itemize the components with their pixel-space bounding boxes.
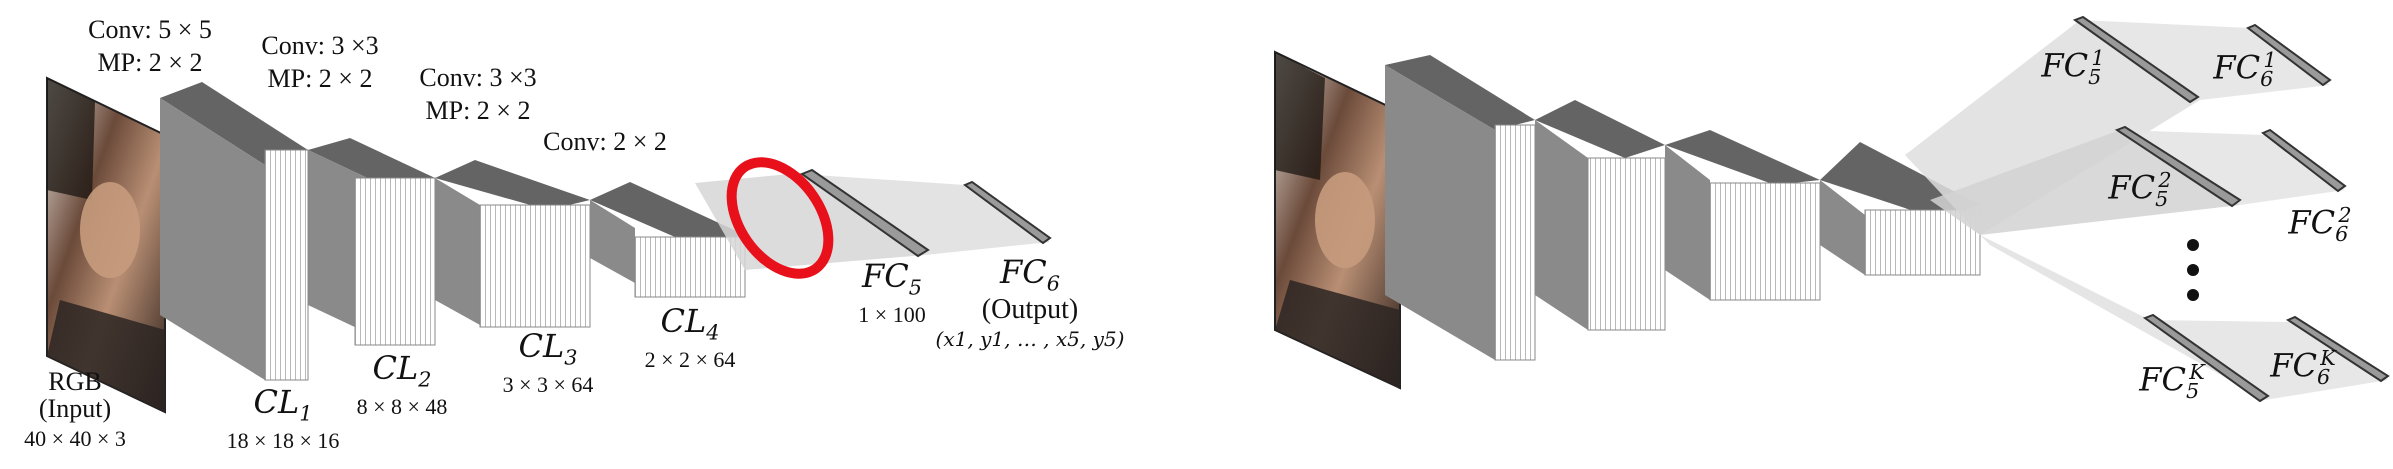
right-fc5-2-bar xyxy=(2114,125,2242,208)
fc5-name: FC xyxy=(862,257,909,295)
input-label-line2: (Input) xyxy=(38,394,112,424)
right-fc5-k-name: FC xyxy=(2139,360,2186,399)
right-fc6-k-sup: K xyxy=(2320,346,2336,370)
right-fc5-1-label: FC51 xyxy=(2041,46,2105,90)
ellipsis-dot xyxy=(2187,264,2199,276)
fc-fan-fc5-fc6 xyxy=(815,175,1050,255)
right-fc6-1-name: FC xyxy=(2213,48,2261,87)
cl1-mp: MP: 2 × 2 xyxy=(97,48,203,78)
input-dims: 40 × 40 × 3 xyxy=(24,425,126,451)
right-fc5-2-name: FC xyxy=(2108,168,2156,207)
right-fc6-k-sub: 6 xyxy=(2316,365,2331,390)
input-face-image-right xyxy=(1274,50,1401,390)
input-face-image xyxy=(46,76,166,414)
cl2-sub: 2 xyxy=(418,367,432,392)
right-fc5-1-sub: 5 xyxy=(2088,65,2102,90)
cl1-name: CL xyxy=(253,383,300,421)
cl2-block xyxy=(308,138,436,346)
right-fan-2 xyxy=(1930,130,2240,235)
right-block-2 xyxy=(1535,100,1666,331)
ellipsis-dot xyxy=(2187,289,2199,301)
cl4-dims: 2 × 2 × 64 xyxy=(644,347,736,373)
right-block-3 xyxy=(1665,130,1821,301)
right-fc5-k-sub: 5 xyxy=(2185,379,2200,404)
cl3-conv: Conv: 3 ×3 xyxy=(419,63,537,92)
right-fc5-k-sup: K xyxy=(2189,360,2205,384)
input-label-line1: RGB xyxy=(48,367,102,396)
right-fc6-2-sub: 6 xyxy=(2335,222,2349,247)
cl4-sub: 4 xyxy=(706,320,720,345)
cl1-dims: 18 × 18 × 16 xyxy=(226,428,340,454)
right-fan-1b xyxy=(2080,20,2330,100)
right-fc5-2-label: FC52 xyxy=(2108,168,2172,212)
cl4-block xyxy=(590,182,746,298)
right-fc5-2-sub: 5 xyxy=(2155,187,2169,212)
cl4-conv-label: Conv: 2 × 2 xyxy=(543,127,667,156)
fc5-sub: 5 xyxy=(908,275,922,300)
cl1-label: CL1 18 × 18 × 16 xyxy=(226,383,340,454)
cl1-conv: Conv: 5 × 5 xyxy=(88,15,212,44)
cl3-name: CL xyxy=(518,327,565,365)
right-fc5-k-bar xyxy=(2142,313,2270,403)
cl2-mp: MP: 2 × 2 xyxy=(267,64,373,94)
cl1-block xyxy=(160,82,309,381)
left-architecture xyxy=(46,76,1052,414)
cl3-dims: 3 × 3 × 64 xyxy=(502,372,594,398)
fc5-bar xyxy=(799,168,930,258)
cl4-label: CL4 2 × 2 × 64 xyxy=(644,302,736,373)
cl4-name: CL xyxy=(660,302,707,340)
right-architecture xyxy=(1274,15,2390,403)
fc5-dims: 1 × 100 xyxy=(858,302,926,328)
right-fan-3 xyxy=(1980,235,2265,400)
right-fc6-2-name: FC xyxy=(2288,203,2336,242)
cl3-mp: MP: 2 × 2 xyxy=(425,96,531,126)
cl2-name: CL xyxy=(372,349,419,387)
right-fc6-2-bar xyxy=(2261,128,2347,193)
right-fc5-k-label: FC5K xyxy=(2139,360,2205,404)
fc6-sub: 6 xyxy=(1046,271,1060,296)
ellipsis-dot xyxy=(2187,239,2199,251)
right-fc5-1-sup: 1 xyxy=(2091,46,2105,70)
right-fc5-1-bar xyxy=(2072,15,2200,104)
right-fc6-2-sup: 2 xyxy=(2338,203,2352,227)
fc6-label: FC6 (Output) (x1, y1, … , x5, y5) xyxy=(935,253,1125,351)
cl1-conv-label: Conv: 5 × 5 MP: 2 × 2 xyxy=(88,16,212,77)
right-fc6-2-label: FC62 xyxy=(2288,203,2352,247)
right-fan-2b xyxy=(2120,130,2345,205)
right-fc6-k-label: FC6K xyxy=(2270,346,2336,390)
right-fc6-1-bar xyxy=(2246,23,2332,87)
cl3-label: CL3 3 × 3 × 64 xyxy=(502,327,594,398)
right-fc6-1-sup: 1 xyxy=(2263,48,2277,72)
right-block-1 xyxy=(1385,55,1536,361)
fc6-note: (Output) xyxy=(981,294,1079,326)
highlight-ring xyxy=(726,157,834,279)
cl3-sub: 3 xyxy=(564,345,578,370)
cl2-conv: Conv: 3 ×3 xyxy=(261,31,379,60)
right-fc6-k-bar xyxy=(2285,315,2390,383)
right-fc6-1-label: FC61 xyxy=(2213,48,2277,92)
cl1-sub: 1 xyxy=(299,401,313,426)
right-fan-3b xyxy=(2150,320,2388,400)
cl2-label: CL2 8 × 8 × 48 xyxy=(356,349,448,420)
right-fc6-k-name: FC xyxy=(2270,346,2317,385)
cl3-block xyxy=(435,160,591,328)
right-fc6-1-sub: 6 xyxy=(2260,67,2274,92)
cl2-conv-label: Conv: 3 ×3 MP: 2 × 2 xyxy=(261,32,378,93)
cl3-conv-label: Conv: 3 ×3 MP: 2 × 2 xyxy=(419,64,536,125)
right-fc5-1-name: FC xyxy=(2041,46,2089,85)
fc6-name: FC xyxy=(1000,253,1047,291)
right-fan-1 xyxy=(1905,20,2200,235)
input-label: RGB (Input) 40 × 40 × 3 xyxy=(24,368,126,450)
cl2-dims: 8 × 8 × 48 xyxy=(356,394,448,420)
fc6-dims: (x1, y1, … , x5, y5) xyxy=(935,326,1125,351)
cl4-conv: Conv: 2 × 2 xyxy=(543,127,667,156)
fc6-bar xyxy=(963,180,1052,245)
right-fc5-2-sup: 2 xyxy=(2158,168,2172,192)
fc5-label: FC5 1 × 100 xyxy=(858,257,926,328)
